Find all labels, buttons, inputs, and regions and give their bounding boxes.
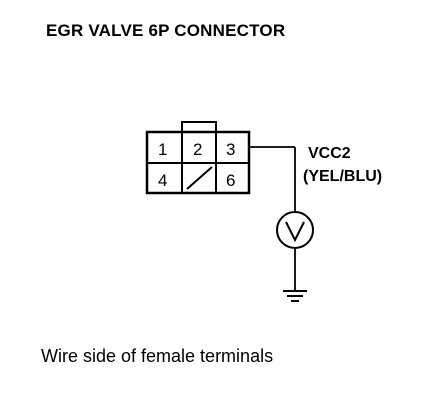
pin-1-label: 1 xyxy=(158,140,167,159)
empty-terminal-slash xyxy=(186,166,213,190)
vcc2-wire xyxy=(249,146,296,290)
ground-icon xyxy=(283,290,307,302)
wire-color-label: (YEL/BLU) xyxy=(303,168,383,185)
connector-6p xyxy=(145,121,251,195)
diagram-title: EGR VALVE 6P CONNECTOR xyxy=(46,21,286,40)
voltmeter-icon xyxy=(276,211,314,249)
pin-6-label: 6 xyxy=(226,171,235,190)
diagram-caption: Wire side of female terminals xyxy=(41,346,274,366)
connector-lock-tab xyxy=(181,121,217,133)
pin-2-label: 2 xyxy=(193,140,202,159)
pin-4-label: 4 xyxy=(158,171,167,190)
pin-3-label: 3 xyxy=(226,140,235,159)
signal-name-label: VCC2 xyxy=(308,145,351,162)
